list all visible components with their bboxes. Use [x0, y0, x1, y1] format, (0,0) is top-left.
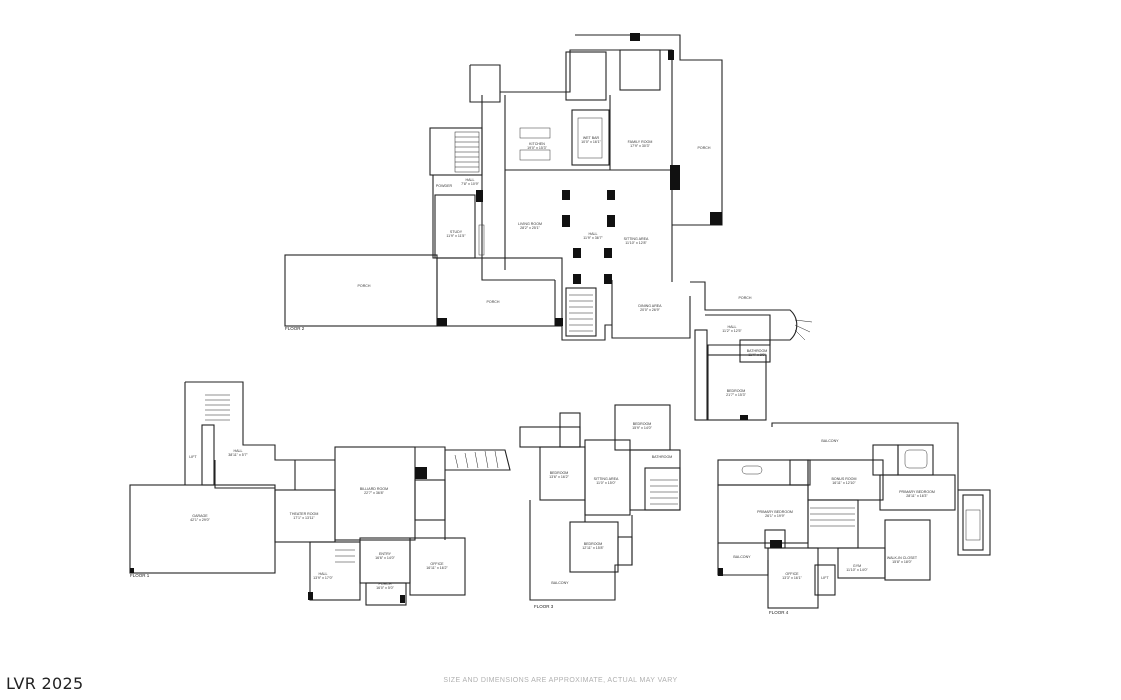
room-label: PORCH — [357, 284, 371, 288]
room-label: PORCH — [738, 296, 752, 300]
room-label: PORCH — [697, 146, 711, 150]
floor-label-3: FLOOR 3 — [534, 604, 554, 609]
fixtures — [478, 117, 981, 541]
room-label: BALCONY — [551, 581, 569, 585]
watermark: LVR 2025 — [6, 674, 84, 693]
room-label: LIFT — [189, 455, 197, 459]
room-label: POWDER — [435, 184, 453, 188]
floor-label-1: FLOOR 1 — [130, 573, 150, 578]
stairs — [205, 131, 855, 563]
floor-4-walls — [717, 422, 991, 609]
floor-label-2: FLOOR 2 — [285, 326, 305, 331]
floor-label-4: FLOOR 4 — [769, 610, 789, 615]
structural-pillars — [130, 33, 782, 603]
room-label: PORCH — [486, 300, 500, 304]
floor-1-walls — [129, 381, 511, 606]
disclaimer-text: SIZE AND DIMENSIONS ARE APPROXIMATE, ACT… — [443, 677, 678, 684]
room-label: BATHROOM — [651, 455, 673, 459]
room-label: BALCONY — [821, 439, 839, 443]
room-label: BALCONY — [733, 555, 751, 559]
room-label: LIFT — [821, 576, 829, 580]
floor-3-walls — [519, 404, 681, 601]
